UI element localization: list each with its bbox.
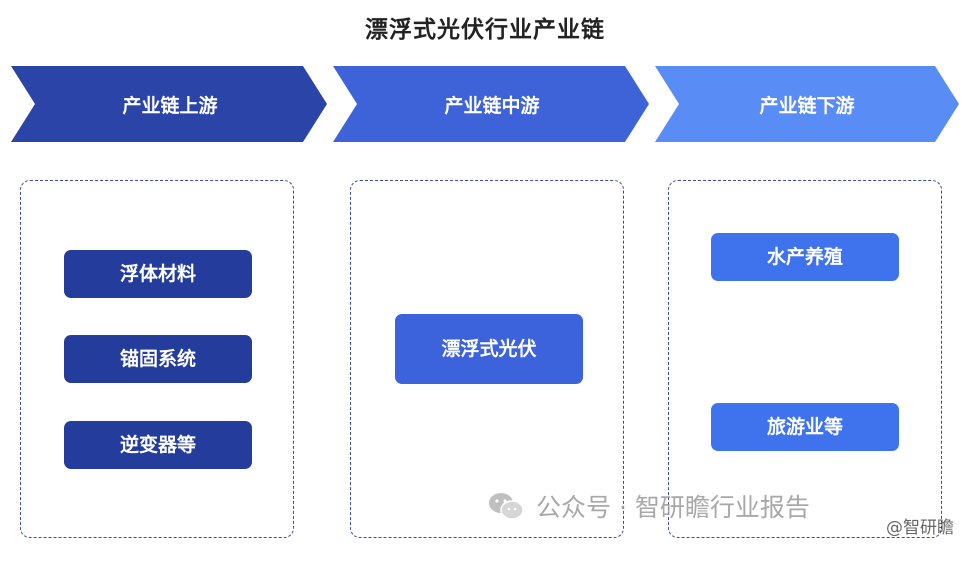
credit-text: @智研瞻 xyxy=(886,518,954,538)
diagram-title: 漂浮式光伏行业产业链 xyxy=(365,17,605,43)
node-floating-pv: 漂浮式光伏 xyxy=(395,314,583,384)
midstream-panel xyxy=(350,180,624,538)
stage-label-upstream: 产业链上游 xyxy=(122,95,218,117)
wechat-icon xyxy=(489,493,524,520)
watermark-text: 公众号 · 智研瞻行业报告 xyxy=(536,493,810,522)
stage-label-downstream: 产业链下游 xyxy=(759,95,855,117)
chevron-upstream xyxy=(11,66,327,142)
chevron-midstream xyxy=(333,66,649,142)
node-floating-material: 浮体材料 xyxy=(64,250,252,298)
chevron-downstream xyxy=(655,66,959,142)
upstream-panel xyxy=(20,180,294,538)
node-inverter: 逆变器等 xyxy=(64,421,252,469)
stage-chevrons xyxy=(11,66,959,142)
node-tourism: 旅游业等 xyxy=(711,403,899,451)
node-aquaculture: 水产养殖 xyxy=(711,233,899,281)
node-anchoring-system: 锚固系统 xyxy=(64,335,252,383)
downstream-panel xyxy=(668,180,942,538)
stage-label-midstream: 产业链中游 xyxy=(444,95,540,117)
watermark: 公众号 · 智研瞻行业报告 xyxy=(488,488,810,524)
